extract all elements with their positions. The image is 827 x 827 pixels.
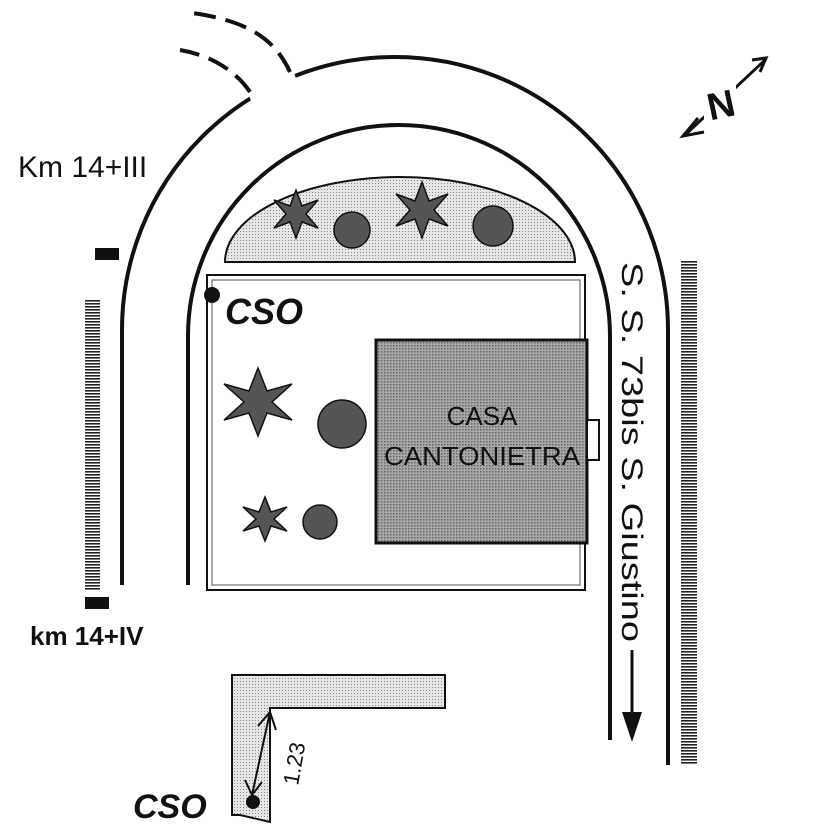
cso-point-bottom bbox=[246, 795, 260, 809]
cso-label-top: CSO bbox=[225, 291, 303, 332]
house-entrance bbox=[586, 419, 600, 461]
shrub-icon bbox=[333, 211, 371, 249]
tree-icon bbox=[242, 494, 288, 544]
shrub-icon bbox=[317, 399, 367, 449]
km-label-lower: km 14+IV bbox=[30, 621, 144, 651]
sidewalk-corner bbox=[231, 674, 446, 824]
garden-semicircle bbox=[223, 176, 577, 263]
dimension-label: 1.23 bbox=[278, 740, 310, 787]
shrub-icon bbox=[472, 205, 514, 247]
trees bbox=[223, 179, 514, 544]
outer-road-edge bbox=[120, 55, 670, 765]
road-name-label: S. S. 73bis S. Giustino bbox=[615, 262, 648, 642]
cso-label-bottom: CSO bbox=[133, 788, 207, 826]
embankment-left bbox=[85, 300, 100, 590]
house-label-line2: CANTONIETRA bbox=[384, 441, 581, 471]
km-label-upper: Km 14+III bbox=[18, 151, 147, 184]
tree-icon bbox=[223, 365, 293, 439]
side-road bbox=[179, 10, 292, 94]
tree-icon bbox=[395, 179, 449, 241]
tree-icon bbox=[273, 187, 319, 241]
direction-arrow-icon bbox=[622, 650, 642, 742]
km-marker-upper bbox=[95, 248, 119, 260]
cso-point-top bbox=[204, 287, 220, 303]
km-marker-lower bbox=[85, 597, 109, 609]
house-label-line1: CASA bbox=[447, 401, 518, 431]
dimension-arrow-icon bbox=[244, 710, 277, 797]
embankment-right bbox=[681, 260, 697, 765]
north-arrow-icon: N bbox=[679, 56, 769, 139]
house-casa-cantonietra bbox=[374, 338, 589, 545]
inner-road-edge bbox=[186, 123, 612, 740]
shrub-icon bbox=[302, 504, 338, 540]
